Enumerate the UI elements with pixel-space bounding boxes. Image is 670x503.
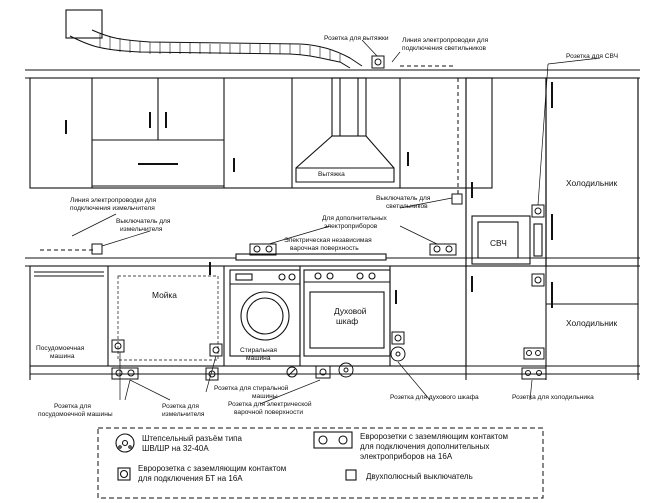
label-hob-2: варочная поверхность [290,245,359,252]
label-grinder-switch-1: Выключатель для [116,218,171,225]
leader-lines [71,39,601,405]
label-microwave-socket: Розетка для СВЧ [566,53,618,60]
label-lighting-line-2: подключения светильников [402,45,486,52]
legend-plug-2: ШВ/ШР на 32-40А [142,444,209,453]
legend-euro-multi-3: электроприборов на 16А [360,452,453,461]
label-dishwasher-1: Посудомоечная [36,345,85,352]
label-fridge-lower: Холодильник [566,318,618,328]
label-washer-1: Стиральная [240,347,277,354]
sockets [91,55,547,381]
diagram-labels: Розетка для вытяжки Линия электропроводк… [36,35,618,418]
label-grinder-line-1: Линия электропроводки для [70,197,157,204]
label-grinder-switch-2: измельчителя [120,226,163,233]
dishwasher-socket-a [111,339,125,353]
legend-euro-multi-2: для подключения дополнительных [360,442,489,451]
legend-plug-1: Штепсельный разъём типа [142,434,243,443]
legend-euro-2: для подключения БТ на 16А [138,474,243,483]
legend-euro-socket-icon [117,467,131,481]
label-fridge-upper: Холодильник [566,178,618,188]
label-washer-2: машина [246,355,271,362]
legend-double-switch: Двухполюсный выключатель [366,472,473,481]
label-dishwasher-2: машина [50,353,75,360]
washer-socket [209,343,223,357]
label-light-switch-2: светильников [386,203,428,210]
ventilation-duct [65,9,363,69]
label-grinder-socket-1: Розетка для [162,403,199,410]
label-oven-1: Духовой [334,306,367,316]
hood-socket [371,55,385,69]
legend: Штепсельный разъём типа ШВ/ШР на 32-40А … [97,427,544,499]
legend-euro-1: Евророзетка с заземляющим контактом [138,464,286,473]
label-lighting-line-1: Линия электропроводки для [402,37,489,44]
label-hood-socket: Розетка для вытяжки [324,35,389,42]
label-oven-socket: Розетка для духового шкафа [390,394,479,401]
label-sink: Мойка [152,290,177,300]
microwave-socket [531,204,545,218]
legend-euro-multi-icon [313,431,353,449]
label-washer-socket-1: Розетка для стиральной [214,384,289,392]
label-hob-1: Электрическая независимая [284,237,372,244]
base-cabinets [25,253,640,380]
legend-switch-icon [345,469,357,481]
dishwasher-socket-b [111,367,139,380]
label-oven-2: шкаф [336,316,358,326]
label-dishwasher-socket-2: посудомоечной машины [38,410,113,418]
label-hob-socket-2: варочной поверхности [234,408,303,416]
label-hood: Вытяжка [318,171,345,178]
hob-plug [338,362,354,378]
label-hob-socket-1: Розетка для электрической [228,400,312,408]
oven-plug [390,346,406,362]
wiring-lines [40,65,459,251]
label-washer-socket-2: машины [252,393,278,400]
fridge-socket-upper [531,273,545,287]
label-grinder-socket-2: измельчителя [162,411,205,418]
legend-euro-multi-1: Евророзетки с заземляющим контактом [360,432,508,441]
light-switch [451,193,463,205]
label-extra-appliances-1: Для дополнительных [322,215,388,222]
fridge-socket-lower [523,347,545,360]
extra-sockets-right [429,243,457,256]
grinder-switch [91,243,103,255]
legend-plug-icon [115,433,135,453]
label-light-switch-1: Выключатель для [376,195,431,202]
label-microwave: СВЧ [490,238,507,248]
label-fridge-socket: Розетка для холодильника [512,394,594,401]
label-extra-appliances-2: электроприборов [324,222,378,230]
extra-sockets-left [249,243,277,256]
label-grinder-line-2: подключения измельчителя [70,205,155,212]
label-dishwasher-socket-1: Розетка для [54,403,91,410]
